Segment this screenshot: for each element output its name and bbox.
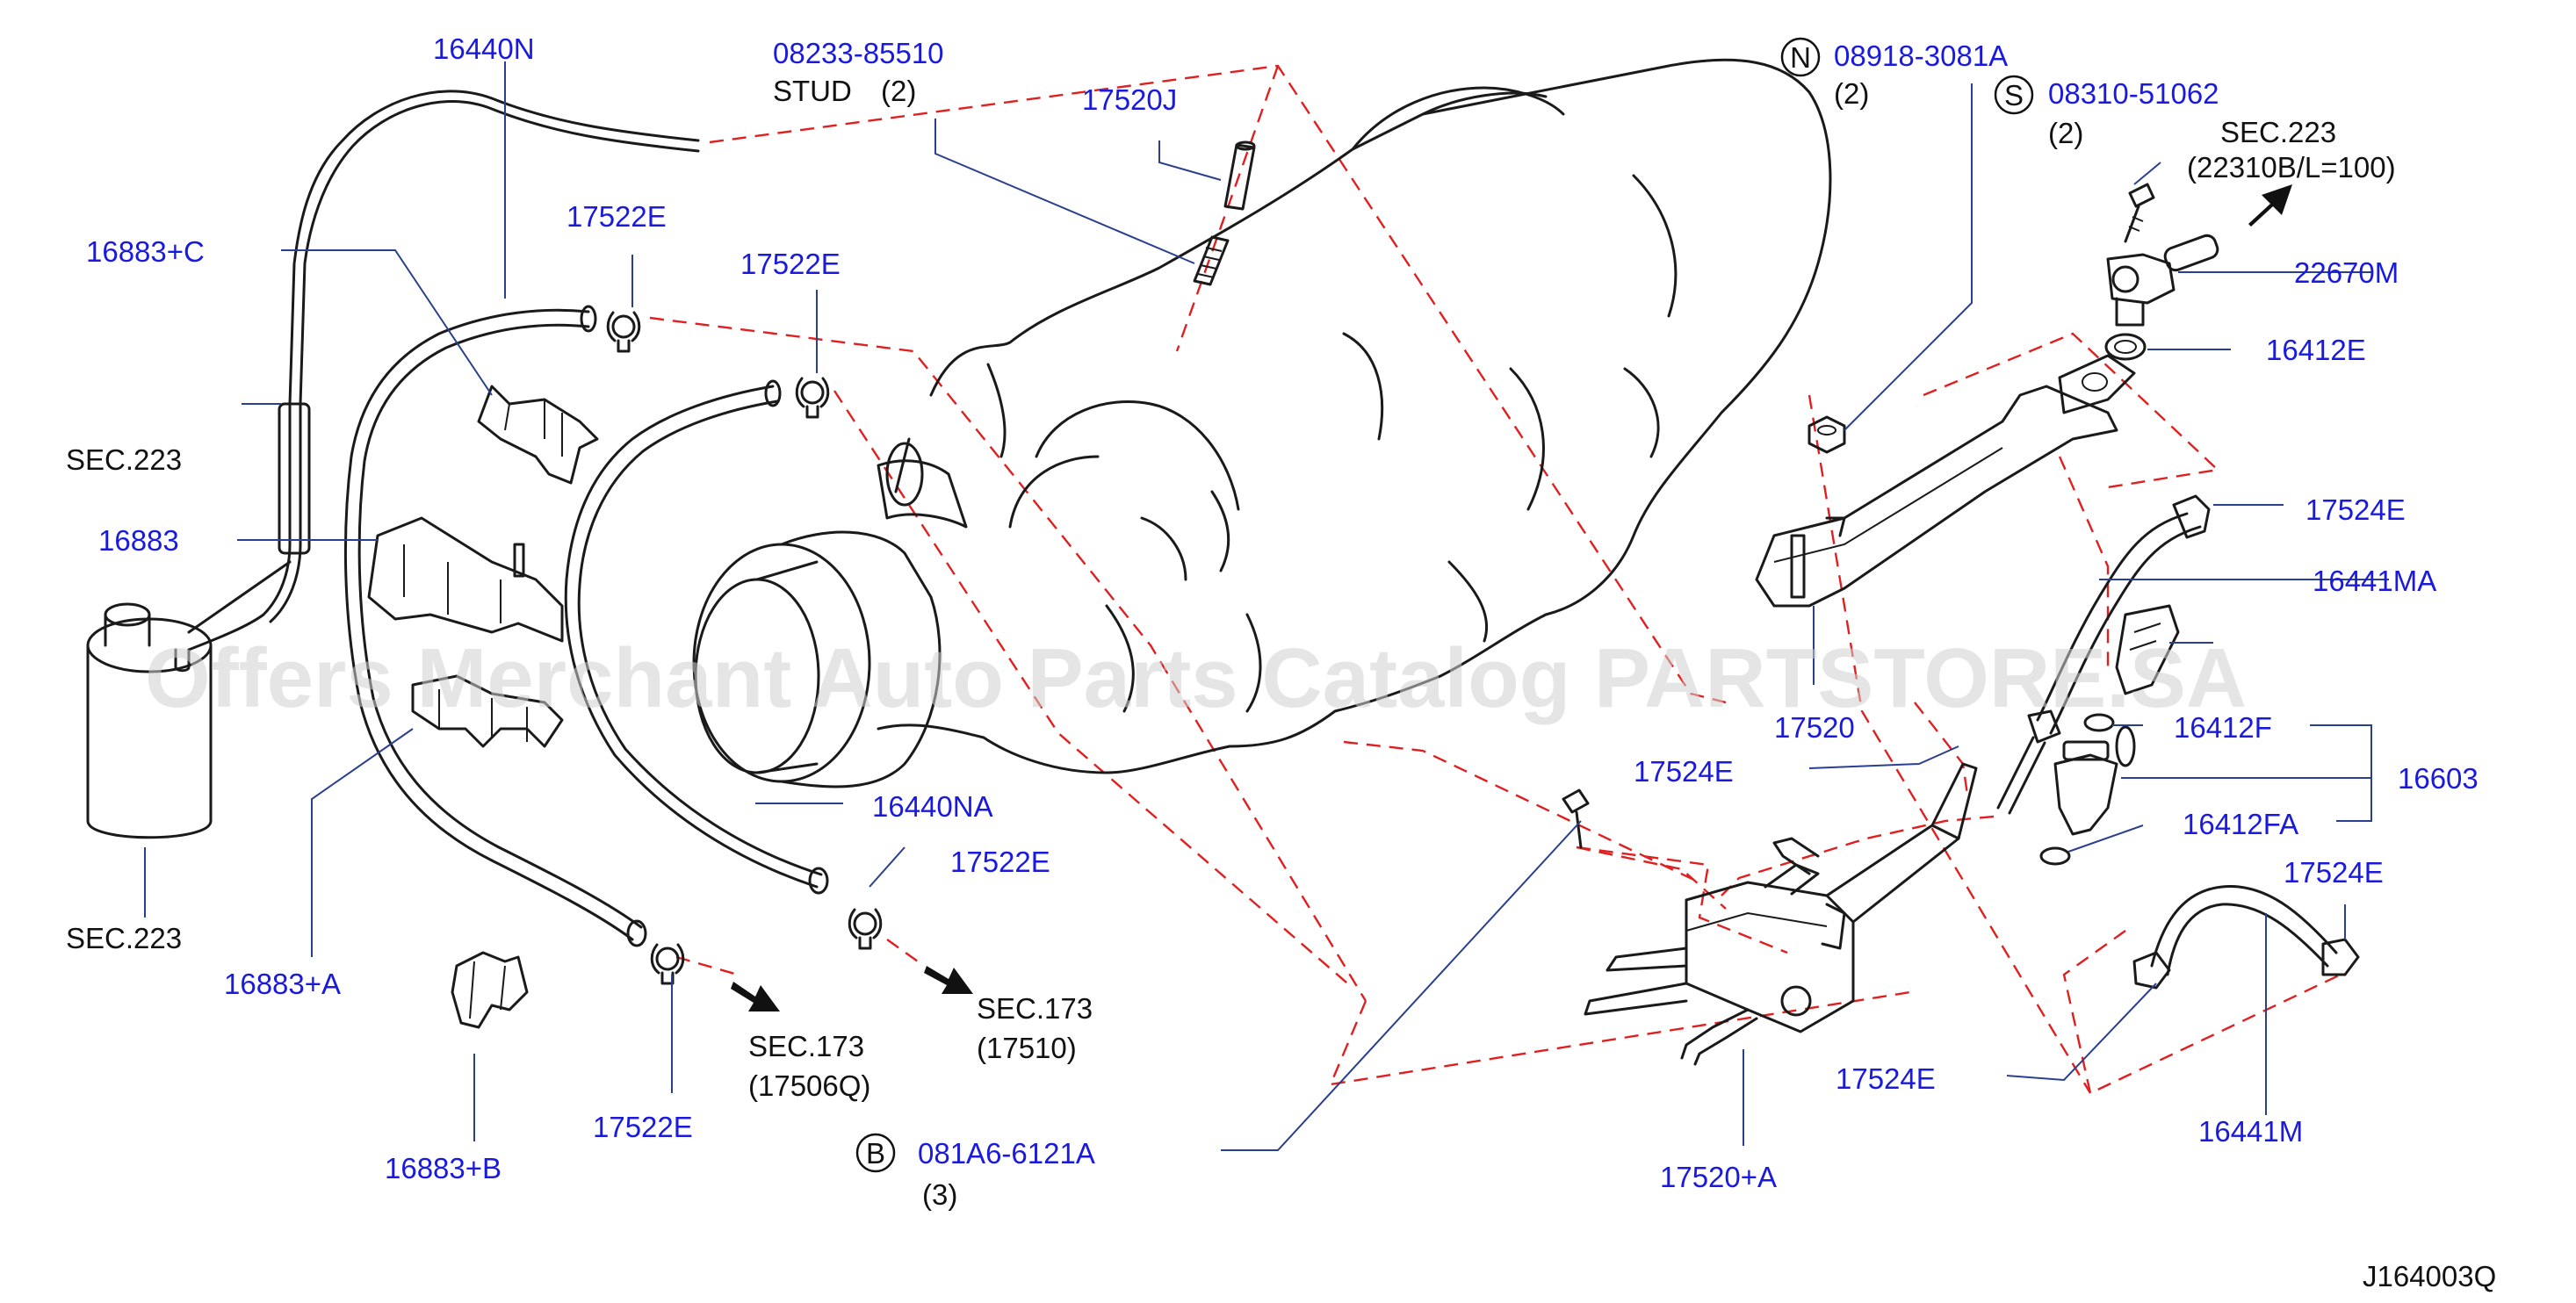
callout-16441m[interactable]: 16441M <box>2198 1115 2303 1148</box>
callout-sec173-left-sub: (17506Q) <box>748 1069 870 1102</box>
evap-canister <box>86 560 292 839</box>
marker-b <box>855 1133 896 1173</box>
stud-and-17520j <box>1193 140 1256 286</box>
arrow-sec173-left-icon <box>731 982 780 1011</box>
fuel-damper-17520a <box>1562 762 1978 1066</box>
marker-b-letter: B <box>866 1137 885 1170</box>
callout-17524e-b[interactable]: 17524E <box>1634 755 1734 788</box>
callout-17520a[interactable]: 17520+A <box>1660 1161 1777 1193</box>
hoses-left <box>187 90 829 947</box>
callout-16440na[interactable]: 16440NA <box>872 790 993 823</box>
callout-17520[interactable]: 17520 <box>1774 711 1855 744</box>
callout-08310-51062[interactable]: 08310-51062 <box>2048 77 2219 110</box>
fuel-rail-17520 <box>1755 354 2136 608</box>
callout-17522e-a[interactable]: 17522E <box>566 200 667 233</box>
diagram-id: J164003Q <box>2363 1260 2496 1292</box>
callout-sec223-top-sub: (22310B/L=100) <box>2187 151 2396 184</box>
callout-17520j[interactable]: 17520J <box>1082 83 1177 116</box>
callout-16440n[interactable]: 16440N <box>433 32 535 65</box>
callout-16883[interactable]: 16883 <box>98 524 179 557</box>
marker-n <box>1780 37 1821 77</box>
watermark-text: Offers Merchant Auto Parts Catalog PARTS… <box>145 631 2247 725</box>
direction-arrows <box>731 184 2292 1011</box>
dashed-reference-lines <box>649 64 2341 1095</box>
callout-08310-qty: (2) <box>2048 117 2083 149</box>
leader-lines <box>144 61 2389 1151</box>
pressure-regulator-22670m <box>2104 183 2219 361</box>
reference-markers: N S B <box>855 37 2034 1173</box>
callout-081a6-6121a[interactable]: 081A6-6121A <box>918 1137 1095 1170</box>
callout-081a6-qty: (3) <box>922 1178 957 1211</box>
hose-16441m <box>2132 885 2360 990</box>
hose-clips-16883 <box>367 385 599 1029</box>
callout-17524e-d[interactable]: 17524E <box>1836 1062 1936 1095</box>
injector-16603 <box>2039 604 2180 866</box>
marker-s <box>1994 75 2034 115</box>
callout-22670m[interactable]: 22670M <box>2294 256 2399 289</box>
callout-sec173-right[interactable]: SEC.173 <box>977 992 1093 1025</box>
callout-labels: 16440N 08233-85510 STUD (2) 17520J 08918… <box>66 32 2496 1292</box>
callout-16412fa[interactable]: 16412FA <box>2183 808 2298 840</box>
callout-16883c[interactable]: 16883+C <box>86 235 205 268</box>
marker-n-letter: N <box>1790 41 1811 74</box>
intake-manifold <box>692 58 1832 788</box>
callout-08918-3081a[interactable]: 08918-3081A <box>1834 40 2008 72</box>
callout-16441ma[interactable]: 16441MA <box>2313 565 2436 597</box>
arrow-sec173-right-icon <box>924 966 973 994</box>
callout-17524e-a[interactable]: 17524E <box>2305 493 2406 526</box>
callout-17522e-d[interactable]: 17522E <box>593 1111 693 1143</box>
callout-sec223-mid[interactable]: SEC.223 <box>66 443 182 476</box>
callout-sec223-top[interactable]: SEC.223 <box>2220 116 2336 148</box>
callout-16603[interactable]: 16603 <box>2398 762 2479 795</box>
callout-16412e[interactable]: 16412E <box>2266 334 2366 366</box>
callout-stud-text: STUD <box>773 75 852 107</box>
callout-sec173-left[interactable]: SEC.173 <box>748 1030 864 1062</box>
arrow-sec223-icon <box>2248 184 2292 227</box>
callout-08233-85510[interactable]: 08233-85510 <box>773 37 944 69</box>
callout-sec173-right-sub: (17510) <box>977 1032 1077 1064</box>
callout-16883b[interactable]: 16883+B <box>385 1152 501 1184</box>
callout-stud-qty: (2) <box>881 75 916 107</box>
callout-17524e-c[interactable]: 17524E <box>2284 856 2384 889</box>
callout-sec223-bottom[interactable]: SEC.223 <box>66 922 182 954</box>
callout-08918-qty: (2) <box>1834 77 1869 110</box>
hose-16441ma <box>1996 494 2211 815</box>
hose-clamps-17522e <box>606 311 883 985</box>
callout-16883a[interactable]: 16883+A <box>224 968 341 1000</box>
marker-s-letter: S <box>2004 79 2024 112</box>
callout-16412f[interactable]: 16412F <box>2174 711 2272 744</box>
callout-17522e-b[interactable]: 17522E <box>740 248 841 280</box>
callout-17522e-c[interactable]: 17522E <box>950 846 1050 878</box>
